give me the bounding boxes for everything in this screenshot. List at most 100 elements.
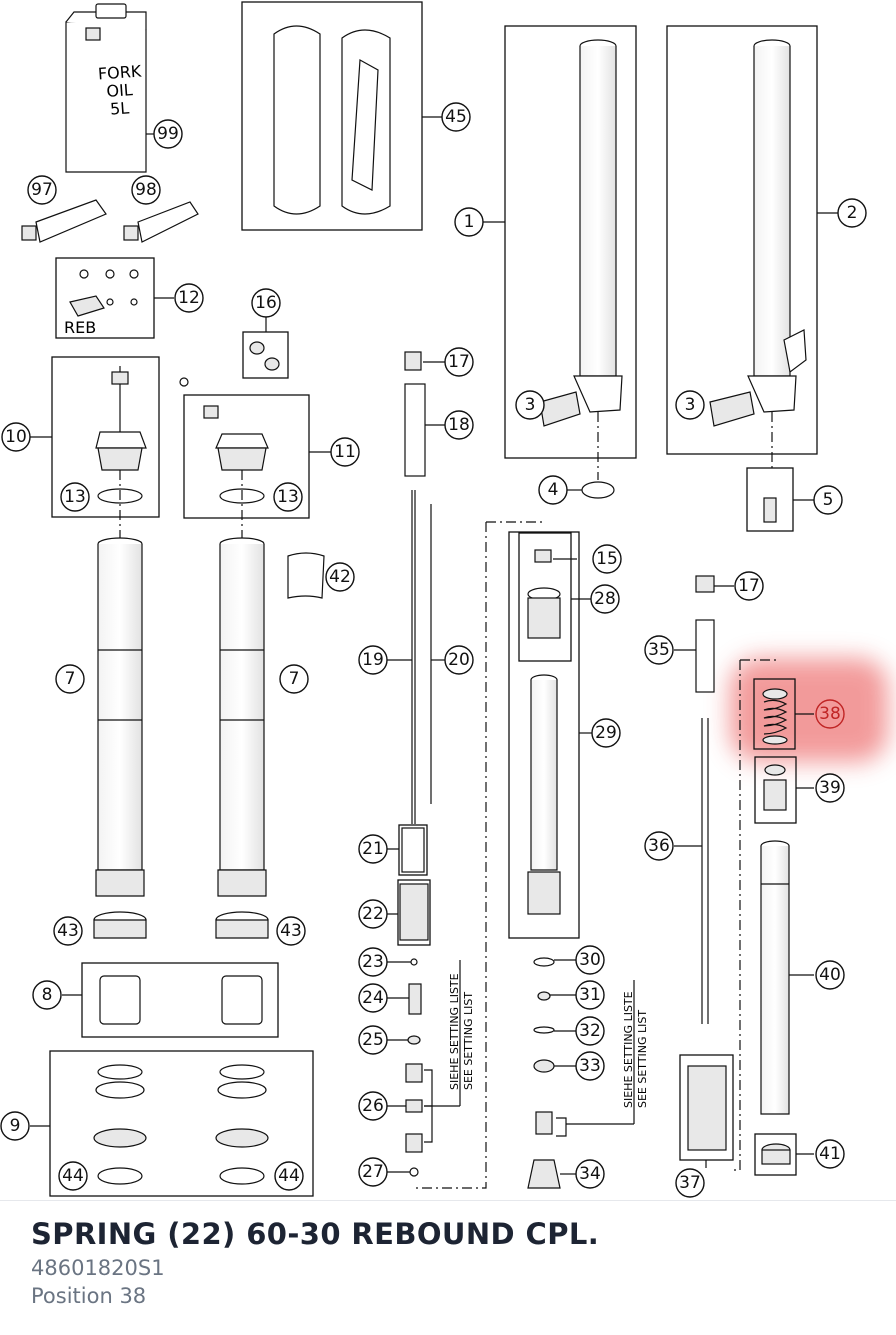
callout-28[interactable]: 28 (590, 584, 620, 614)
callout-25[interactable]: 25 (358, 1025, 388, 1055)
callout-42[interactable]: 42 (325, 562, 355, 592)
callout-27[interactable]: 27 (358, 1157, 388, 1187)
callout-36[interactable]: 36 (644, 831, 674, 861)
sticker-42[interactable] (287, 552, 325, 599)
piston-39[interactable] (763, 764, 787, 811)
svg-text:99: 99 (157, 124, 179, 144)
svg-text:29: 29 (595, 723, 617, 743)
callout-2[interactable]: 2 (837, 198, 867, 228)
callout-43-right[interactable]: 43 (276, 916, 306, 946)
inner-tube-left[interactable] (539, 39, 623, 427)
clamp-43-right[interactable] (215, 911, 269, 939)
rebound-spring-38[interactable] (762, 688, 788, 745)
bleeder-5[interactable] (763, 497, 777, 523)
callout-44-left[interactable]: 44 (58, 1161, 88, 1191)
outer-tube-right[interactable] (217, 537, 267, 897)
callout-7-left[interactable]: 7 (55, 664, 85, 694)
callout-33[interactable]: 33 (575, 1051, 605, 1081)
callout-11[interactable]: 11 (330, 437, 360, 467)
svg-text:45: 45 (445, 107, 467, 127)
callout-9[interactable]: 9 (0, 1111, 30, 1141)
callout-20[interactable]: 20 (444, 645, 474, 675)
inner-tube-right[interactable] (709, 39, 807, 427)
callout-22[interactable]: 22 (358, 899, 388, 929)
svg-text:43: 43 (57, 921, 79, 941)
svg-text:97: 97 (31, 180, 53, 200)
svg-text:23: 23 (362, 952, 384, 972)
box-45 (241, 1, 423, 231)
grease-tube-97[interactable] (21, 199, 107, 243)
box-16 (242, 331, 289, 379)
callout-10[interactable]: 10 (1, 422, 31, 452)
callout-3-right[interactable]: 3 (675, 390, 705, 420)
callout-31[interactable]: 31 (575, 980, 605, 1010)
compression-damper[interactable] (527, 549, 561, 1189)
callout-44-right[interactable]: 44 (274, 1161, 304, 1191)
callout-12[interactable]: 12 (174, 283, 204, 313)
callout-32[interactable]: 32 (575, 1016, 605, 1046)
fork-sticker-set[interactable] (273, 25, 391, 215)
callout-38-selected[interactable]: 38 (815, 699, 845, 729)
svg-text:3: 3 (525, 395, 536, 415)
spring-cartridge[interactable] (687, 575, 727, 1151)
clamp-43-left[interactable] (93, 911, 147, 939)
seal-kit-9[interactable] (93, 1064, 269, 1148)
rebound-rod-assembly[interactable] (399, 351, 432, 1177)
callout-1[interactable]: 1 (454, 207, 484, 237)
grease-tube-98[interactable] (123, 201, 199, 243)
oil-can-label-line2: OIL (106, 80, 134, 101)
caps-16[interactable] (249, 341, 280, 371)
svg-text:41: 41 (819, 1144, 841, 1164)
callout-13-right[interactable]: 13 (273, 482, 303, 512)
callout-16[interactable]: 16 (251, 288, 281, 318)
callout-23[interactable]: 23 (358, 947, 388, 977)
cartridge-tube-40[interactable] (760, 840, 790, 1115)
callout-99[interactable]: 99 (153, 119, 183, 149)
callout-30[interactable]: 30 (575, 945, 605, 975)
svg-text:13: 13 (64, 487, 86, 507)
callout-29[interactable]: 29 (591, 718, 621, 748)
callout-4[interactable]: 4 (538, 475, 568, 505)
svg-text:43: 43 (280, 921, 302, 941)
svg-text:22: 22 (362, 904, 384, 924)
svg-text:19: 19 (362, 650, 384, 670)
callout-21[interactable]: 21 (358, 834, 388, 864)
callout-17-left[interactable]: 17 (444, 347, 474, 377)
callout-43-left[interactable]: 43 (53, 916, 83, 946)
callout-7-right[interactable]: 7 (279, 664, 309, 694)
fork-cap-right[interactable] (179, 377, 269, 504)
callout-17-right[interactable]: 17 (734, 571, 764, 601)
callout-19[interactable]: 19 (358, 645, 388, 675)
callout-18[interactable]: 18 (444, 410, 474, 440)
callout-35[interactable]: 35 (644, 635, 674, 665)
fork-cap-left[interactable] (95, 366, 147, 504)
callout-40[interactable]: 40 (815, 960, 845, 990)
callout-41[interactable]: 41 (815, 1139, 845, 1169)
callout-8[interactable]: 8 (32, 980, 62, 1010)
svg-text:18: 18 (448, 415, 470, 435)
svg-text:38: 38 (819, 704, 841, 724)
exploded-parts-diagram: FORK OIL 5L REB (0, 1, 888, 1198)
callout-13-left[interactable]: 13 (60, 482, 90, 512)
callout-97[interactable]: 97 (27, 175, 57, 205)
callout-15[interactable]: 15 (592, 544, 622, 574)
end-cap-41[interactable] (761, 1143, 791, 1165)
box-9 (49, 1050, 314, 1197)
svg-text:10: 10 (5, 427, 27, 447)
o-rings-44[interactable] (97, 1167, 265, 1185)
fork-oil-can[interactable]: FORK OIL 5L (65, 3, 147, 173)
callout-98[interactable]: 98 (131, 175, 161, 205)
callout-39[interactable]: 39 (815, 773, 845, 803)
callout-5[interactable]: 5 (813, 485, 843, 515)
callout-24[interactable]: 24 (358, 983, 388, 1013)
callout-3-left[interactable]: 3 (515, 390, 545, 420)
callout-37[interactable]: 37 (675, 1168, 705, 1198)
callout-34[interactable]: 34 (575, 1159, 605, 1189)
svg-text:16: 16 (255, 293, 277, 313)
callout-45[interactable]: 45 (441, 102, 471, 132)
bushings-8[interactable] (99, 975, 263, 1025)
outer-tube-left[interactable] (95, 537, 145, 897)
ring-4[interactable] (581, 481, 615, 499)
callout-26[interactable]: 26 (358, 1091, 388, 1121)
rebound-hardware-set[interactable] (69, 269, 139, 317)
